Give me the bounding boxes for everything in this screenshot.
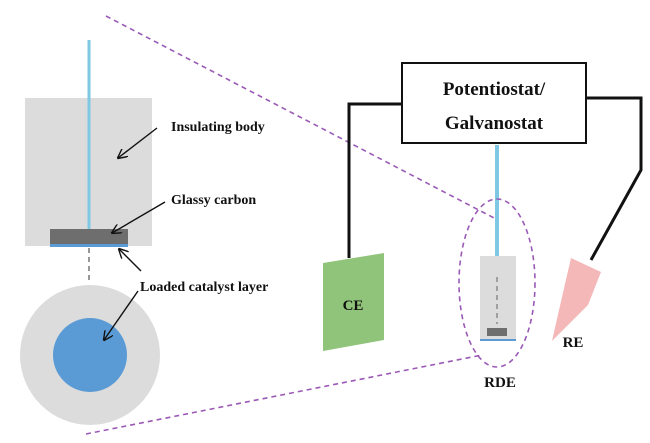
rde-glassy-carbon [487, 328, 507, 336]
wire-re [586, 96, 643, 261]
rotating-disk-electrode [480, 145, 516, 341]
wire-ce [347, 102, 402, 258]
catalyst-disk [53, 318, 127, 392]
potentiostat-box [401, 62, 587, 144]
zoom-guide-lines [85, 15, 497, 435]
loaded-catalyst-layer [50, 244, 128, 247]
electrode-bottom-view [20, 285, 160, 425]
counter-electrode [323, 253, 384, 351]
electrode-cross-section [25, 40, 152, 282]
label-ce: CE [343, 298, 364, 314]
label-loaded-catalyst-layer: Loaded catalyst layer [140, 280, 268, 295]
label-rde: RDE [484, 375, 516, 391]
arrow-catalyst-layer [119, 249, 142, 272]
rde-zoom-ellipse [458, 198, 536, 368]
arrow-glassy-carbon [112, 201, 166, 233]
arrow-catalyst-disk [104, 290, 139, 340]
label-glassy-carbon: Glassy carbon [171, 193, 256, 208]
label-arrows [104, 127, 166, 340]
arrow-insulating-body [118, 127, 158, 158]
glassy-carbon-disk [50, 229, 128, 244]
potentiostat-label-line1: Potentiostat/ [443, 79, 546, 100]
rde-body [480, 256, 516, 340]
reference-electrode [552, 258, 601, 341]
label-insulating-body: Insulating body [171, 120, 265, 135]
wires [347, 96, 643, 261]
potentiostat-label-line2: Galvanostat [445, 113, 544, 134]
label-re: RE [563, 335, 584, 351]
